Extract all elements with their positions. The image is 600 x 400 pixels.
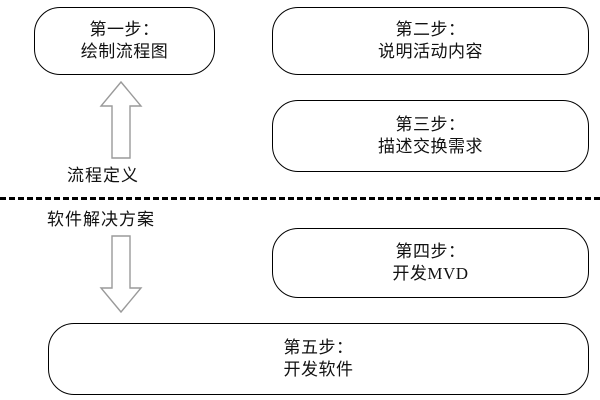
step-box-1[interactable]: 第一步： 绘制流程图 (34, 7, 215, 75)
step-2-body: 说明活动内容 (378, 42, 483, 61)
step-box-3[interactable]: 第三步： 描述交换需求 (272, 100, 589, 172)
step-5-heading: 第五步： (283, 337, 354, 357)
step-3-heading: 第三步： (395, 114, 466, 134)
step-box-5[interactable]: 第五步： 开发软件 (48, 323, 589, 395)
step-5-body: 开发软件 (283, 360, 354, 379)
step-2-heading: 第二步： (395, 19, 466, 39)
step-box-4[interactable]: 第四步： 开发MVD (272, 228, 589, 298)
arrow-down-icon (99, 234, 143, 314)
step-3-body: 描述交换需求 (378, 137, 483, 156)
step-4-body: 开发MVD (392, 264, 469, 283)
zone-label-software-solution: 软件解决方案 (47, 210, 155, 229)
zone-label-process-definition: 流程定义 (67, 166, 139, 185)
step-box-2[interactable]: 第二步： 说明活动内容 (272, 7, 589, 75)
zone-divider-dashed-line (0, 197, 600, 200)
arrow-up-icon (99, 80, 143, 160)
step-4-heading: 第四步： (395, 241, 466, 261)
step-1-body: 绘制流程图 (80, 42, 169, 61)
step-1-heading: 第一步： (89, 19, 160, 39)
